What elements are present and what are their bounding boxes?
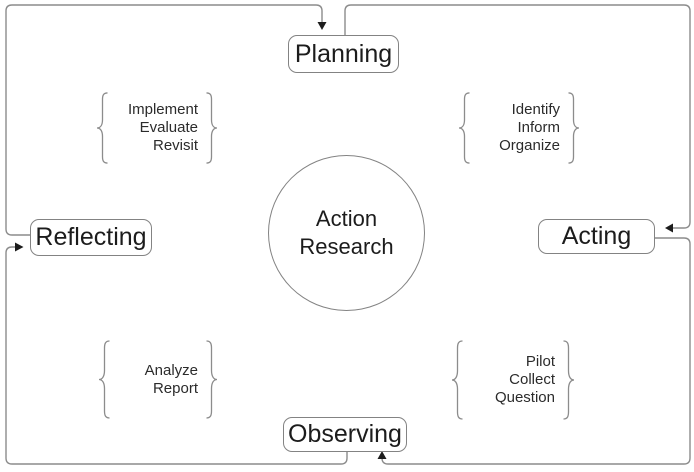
connector-acting-to-observing — [381, 237, 691, 465]
task-label: Identify — [511, 101, 560, 118]
task-label: Pilot — [525, 353, 555, 370]
task-label: Collect — [509, 371, 555, 388]
right-brace-icon — [562, 340, 575, 420]
center-label-line1: Action — [315, 206, 378, 231]
stage-reflecting: Reflecting — [30, 219, 152, 256]
left-brace-icon — [98, 340, 111, 419]
task-label: Implement — [127, 101, 198, 118]
task-label: Analyze — [144, 361, 198, 379]
task-label: Revisit — [152, 137, 198, 154]
connector-planning-to-acting — [344, 4, 691, 229]
left-brace-icon — [96, 92, 109, 164]
right-brace-icon — [205, 340, 218, 419]
connector-reflecting-to-planning — [5, 4, 323, 236]
arrowhead-into-planning-icon — [317, 22, 327, 30]
center-label-line2: Research — [299, 234, 394, 259]
center-circle: Action Research — [268, 155, 425, 311]
task-group-top-left: Implement Evaluate Revisit — [96, 92, 218, 164]
right-brace-icon — [567, 92, 580, 164]
connector-observing-to-reflecting — [5, 246, 348, 465]
arrowhead-into-observing-icon — [377, 451, 387, 459]
left-brace-icon — [458, 92, 471, 164]
task-list: Implement Evaluate Revisit — [109, 92, 205, 164]
stage-planning-label: Planning — [294, 39, 393, 68]
task-label: Question — [494, 389, 555, 406]
arrowhead-into-reflecting-icon — [15, 242, 24, 252]
task-group-bottom-right: Pilot Collect Question — [451, 340, 575, 420]
task-label: Report — [152, 379, 198, 397]
right-brace-icon — [205, 92, 218, 164]
left-brace-icon — [451, 340, 464, 420]
task-label: Inform — [517, 119, 560, 136]
task-label: Evaluate — [139, 119, 198, 136]
task-group-bottom-left: Analyze Report — [98, 340, 218, 419]
task-list: Identify Inform Organize — [471, 92, 567, 164]
stage-reflecting-label: Reflecting — [35, 223, 147, 251]
stage-observing-label: Observing — [288, 420, 402, 448]
task-list: Analyze Report — [111, 340, 205, 419]
stage-acting: Acting — [538, 219, 655, 254]
task-group-top-right: Identify Inform Organize — [458, 92, 580, 164]
stage-acting-label: Acting — [561, 222, 632, 250]
task-label: Organize — [499, 137, 560, 154]
task-list: Pilot Collect Question — [464, 340, 562, 420]
stage-observing: Observing — [283, 417, 407, 452]
stage-planning: Planning — [288, 35, 399, 73]
arrowhead-into-acting-icon — [665, 223, 673, 233]
